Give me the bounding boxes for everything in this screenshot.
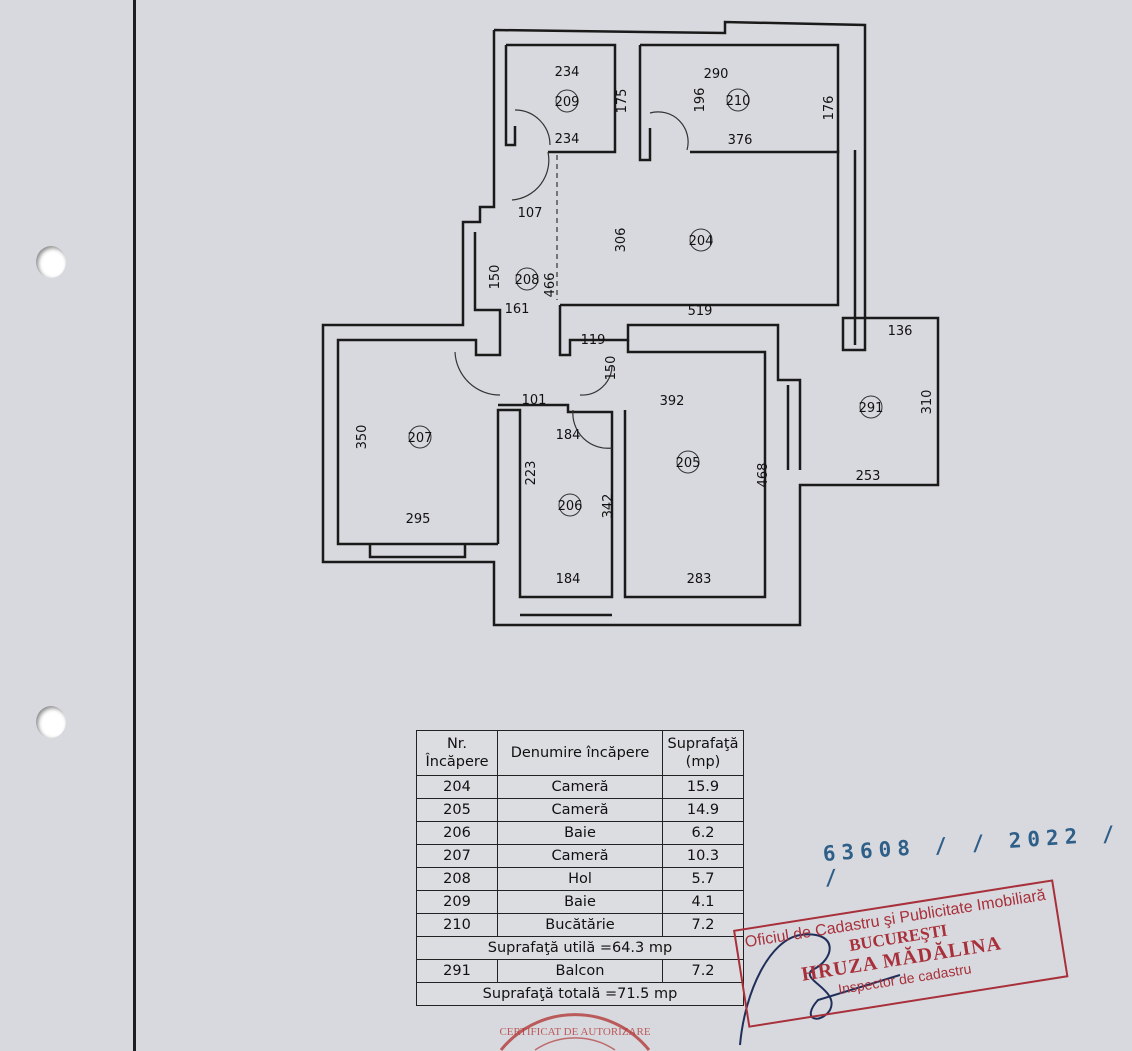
dimension-label: 223: [524, 461, 539, 486]
cell-nr: 208: [416, 867, 498, 891]
cell-area: 10.3: [662, 844, 744, 868]
dimension-label: 290: [704, 67, 729, 82]
room-label-291: 291: [859, 395, 884, 419]
cell-name: Baie: [497, 890, 663, 914]
svg-text:209: 209: [555, 95, 580, 110]
room-label-204: 204: [689, 228, 714, 252]
room-label-207: 207: [408, 425, 433, 449]
room-label-206: 206: [558, 493, 583, 517]
room-labels: 209 210 204 208 207 205 206 291: [408, 88, 884, 517]
dimension-label: 234: [555, 65, 580, 80]
svg-text:208: 208: [515, 273, 540, 288]
cell-nr: 209: [416, 890, 498, 914]
svg-text:210: 210: [726, 94, 751, 109]
dimension-label: 107: [518, 206, 543, 221]
useful-area-row: Suprafaţă utilă =64.3 mp: [416, 936, 744, 960]
svg-text:205: 205: [676, 456, 701, 471]
dimension-label: 161: [505, 302, 530, 317]
dimension-label: 119: [581, 333, 606, 348]
dimension-label: 466: [543, 273, 558, 298]
table-header: Nr. Încăpere Denumire încăpere Suprafaţă…: [416, 730, 744, 776]
cell-nr: 291: [416, 959, 498, 983]
svg-text:204: 204: [689, 234, 714, 249]
svg-text:291: 291: [859, 401, 884, 416]
round-stamp-text: CERTIFICAT DE AUTORIZARE: [499, 1026, 650, 1038]
punch-hole: [36, 246, 66, 278]
room-label-210: 210: [726, 88, 751, 112]
total-area-row: Suprafaţă totală =71.5 mp: [416, 982, 744, 1006]
page-margin-line: [133, 0, 136, 1051]
rooms-table: Nr. Încăpere Denumire încăpere Suprafaţă…: [416, 730, 744, 1006]
cell-name: Cameră: [497, 775, 663, 799]
dimension-label: 101: [522, 393, 547, 408]
door-swings: [454, 109, 689, 449]
dimension-label: 283: [687, 572, 712, 587]
cell-name: Cameră: [497, 798, 663, 822]
signature: [739, 933, 901, 1046]
header-name: Denumire încăpere: [497, 730, 663, 776]
dimension-label: 184: [556, 428, 581, 443]
dimension-label: 234: [555, 132, 580, 147]
dimension-label: 175: [615, 89, 630, 114]
dimension-label: 310: [920, 390, 935, 415]
dimension-label: 150: [488, 265, 503, 290]
svg-text:207: 207: [408, 431, 433, 446]
cell-name: Cameră: [497, 844, 663, 868]
cell-nr: 210: [416, 913, 498, 937]
dimension-label: 196: [693, 88, 708, 113]
dimension-label: 184: [556, 572, 581, 587]
punch-hole: [36, 706, 66, 738]
dimension-label: 295: [406, 512, 431, 527]
dimension-label: 468: [756, 463, 771, 488]
svg-text:206: 206: [558, 499, 583, 514]
dimension-label: 306: [614, 228, 629, 253]
room-label-205: 205: [676, 450, 701, 474]
dimension-label: 176: [822, 96, 837, 121]
header-area: Suprafaţă (mp): [662, 730, 744, 776]
dimension-label: 253: [856, 469, 881, 484]
round-stamp-outer-ring: [499, 1013, 651, 1051]
total-area: Suprafaţă totală =71.5 mp: [416, 982, 744, 1006]
useful-area: Suprafaţă utilă =64.3 mp: [416, 936, 744, 960]
cell-area: 7.2: [662, 959, 744, 983]
room-label-208: 208: [515, 267, 540, 291]
dimension-label: 392: [660, 394, 685, 409]
dimension-label: 376: [728, 133, 753, 148]
dimension-label: 342: [601, 494, 616, 519]
cell-name: Hol: [497, 867, 663, 891]
round-stamp-inner-ring: [534, 1037, 616, 1051]
header-nr: Nr. Încăpere: [416, 730, 498, 776]
dimension-label: 350: [355, 425, 370, 450]
walls: [321, 20, 940, 627]
cell-area: 7.2: [662, 913, 744, 937]
room-label-209: 209: [555, 89, 580, 113]
dimension-label: 519: [688, 304, 713, 319]
cell-nr: 206: [416, 821, 498, 845]
dimension-label: 136: [888, 324, 913, 339]
dimension-label: 150: [604, 356, 619, 381]
cell-area: 4.1: [662, 890, 744, 914]
cell-name: Baie: [497, 821, 663, 845]
cell-nr: 207: [416, 844, 498, 868]
cell-name: Bucătărie: [497, 913, 663, 937]
